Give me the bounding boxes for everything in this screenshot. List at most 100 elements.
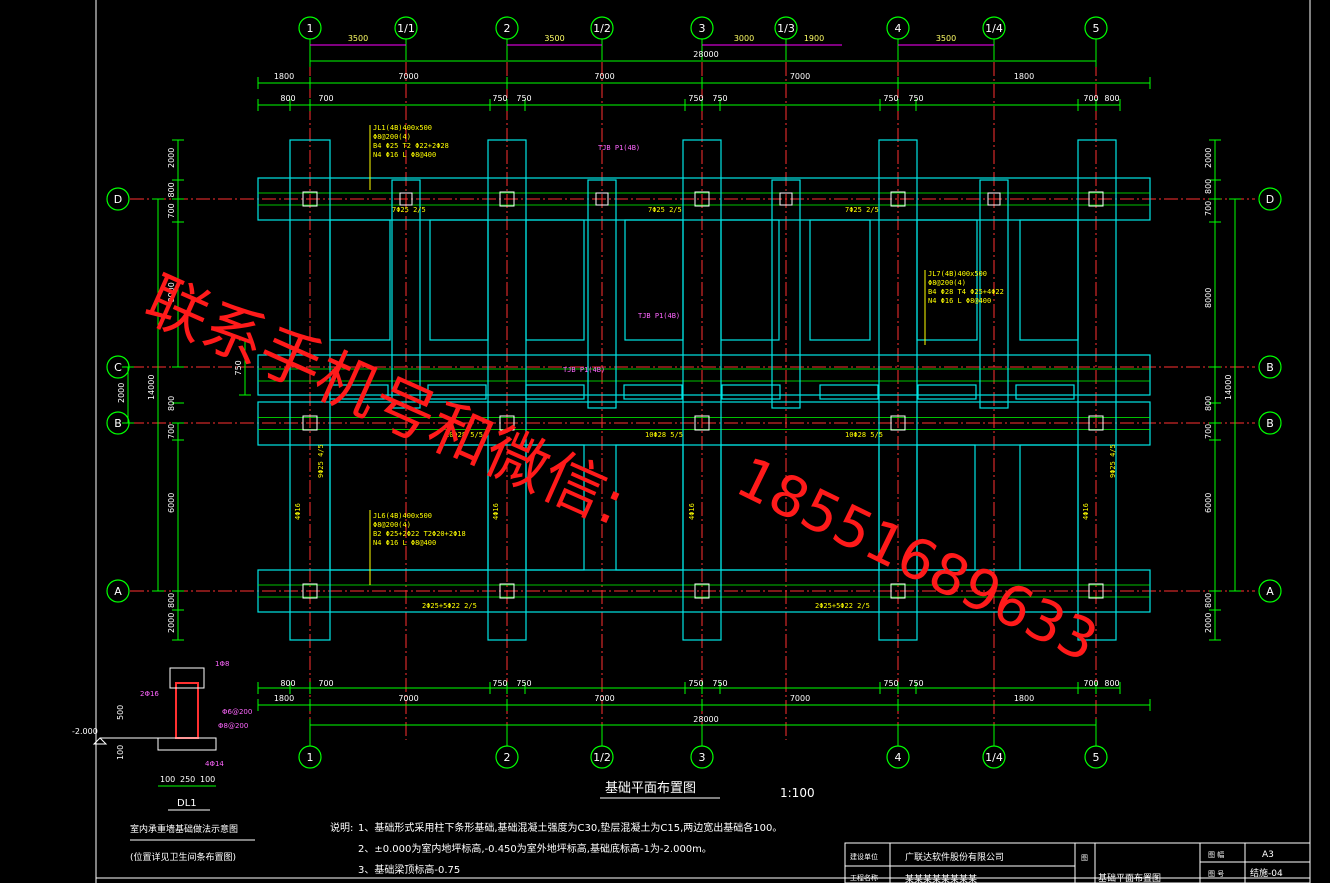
axis-left-0: D: [106, 187, 130, 211]
strip-h-3: [257, 569, 1151, 613]
axis-top-6: 4: [886, 16, 910, 40]
plan-title: 基础平面布置图: [605, 781, 696, 796]
axis-bottom-1-label: 2: [504, 751, 511, 764]
strip-v2-1: [587, 179, 617, 409]
top-dim3-text-6: 750: [883, 94, 898, 103]
right-dim-text-3: 8000: [1204, 288, 1213, 308]
top-dim2-text-0: 1800: [274, 72, 294, 81]
column-1096-A: [1088, 583, 1104, 599]
slab-cell-1: [429, 219, 489, 341]
bot-dim1-text-6: 750: [883, 679, 898, 688]
jl7-label-1: Φ8@200(4): [928, 279, 966, 287]
axis-top-1: 1/1: [394, 16, 418, 40]
top-dim2-text-3: 7000: [790, 72, 810, 81]
axis-left-2-circle: [106, 411, 130, 435]
top-dim3-text-8: 700: [1083, 94, 1098, 103]
mid-cell-3: [623, 384, 683, 400]
bot-dim1-text-2: 750: [492, 679, 507, 688]
note-2: 2、±0.000为室内地坪标高,-0.450为室外地坪标高,基础底标高-1为-2…: [358, 842, 712, 855]
axis-right-2-circle: [1258, 411, 1282, 435]
section-note-2: Φ6@200: [222, 708, 252, 716]
axis-left-1: C: [106, 355, 130, 379]
note-3: 3、基础梁顶标高-0.75: [358, 863, 460, 876]
section-note-0: 1Φ8: [215, 660, 229, 668]
axis-bottom-0-circle: [298, 745, 322, 769]
slab-cell-10: [615, 444, 684, 571]
general-notes: 说明: 1、基础形式采用柱下条形基础,基础混凝土强度为C30,垫层混凝土为C15…: [330, 821, 782, 876]
strip-v2-0: [391, 179, 421, 409]
top-dim3-text-7: 750: [908, 94, 923, 103]
top-dim2-text-2: 7000: [594, 72, 614, 81]
left-dim-a-text-3: 8000: [167, 282, 176, 302]
top-total-text: 28000: [693, 50, 718, 59]
section-dim-0: 500: [116, 705, 125, 720]
column-507-A: [499, 583, 515, 599]
rebar-label-v2: 9Φ25 4/5: [1109, 444, 1117, 478]
jl1-label-1: Φ8@200(4): [373, 133, 411, 141]
column-sec-602: [595, 192, 609, 206]
axis-left-3-label: A: [114, 585, 122, 598]
axis-top-1-circle: [394, 16, 418, 40]
strip-v2-2: [771, 179, 801, 409]
dimension-lines: [122, 39, 1241, 746]
axis-left-0-circle: [106, 187, 130, 211]
slab-cell-11: [720, 444, 880, 571]
axis-top-1-label: 1/1: [397, 22, 415, 35]
axis-right-2: B: [1258, 411, 1282, 435]
left-dim-b-text-4: 2000: [167, 613, 176, 633]
bot-dim1-text-7: 750: [908, 679, 923, 688]
jl7-label-2: B4 Φ28 T4 Φ25+4Φ22: [928, 288, 1004, 296]
slab-cell-7: [1019, 219, 1079, 341]
jl6-label-1: Φ8@200(4): [373, 521, 411, 529]
left-dim-b-text-3: 800: [167, 593, 176, 608]
jl6-label-2: B2 Φ25+2Φ22 T2Φ20+2Φ18: [373, 530, 466, 538]
top-dim3-text-2: 750: [492, 94, 507, 103]
axis-top-8-label: 5: [1093, 22, 1100, 35]
axis-top-0-circle: [298, 16, 322, 40]
tb-number-label: 图 号: [1208, 870, 1224, 878]
axis-top-4: 3: [690, 16, 714, 40]
axis-top-5-circle: [774, 16, 798, 40]
right-dim-text-6: 6000: [1204, 493, 1213, 513]
left-dim-d-text-0: 2000: [117, 383, 126, 403]
left-dim-b-text-0: 800: [167, 396, 176, 411]
section-dim-1: 100: [116, 745, 125, 760]
axis-left-2: B: [106, 411, 130, 435]
tjb-label-3: TJB P1(4B): [638, 312, 680, 320]
rebar-label-r7: 2Φ25+5Φ22 2/5: [422, 602, 477, 610]
axis-left-2-label: B: [114, 417, 122, 430]
axis-top-2: 2: [495, 16, 519, 40]
top-dim3-text-5: 750: [712, 94, 727, 103]
axis-top-3: 1/2: [590, 16, 614, 40]
section-caption-2: (位置详见卫生间条布置图): [130, 851, 236, 863]
rebar-label-r5: 10Φ28 5/5: [645, 431, 683, 439]
axis-top-8-circle: [1084, 16, 1108, 40]
axis-bottom-6-circle: [1084, 745, 1108, 769]
strip-v-4: [1077, 139, 1117, 641]
slab-cell-8: [329, 444, 489, 571]
bot-dim1-text-5: 750: [712, 679, 727, 688]
axis-left-3: A: [106, 579, 130, 603]
slab-cell-13: [1019, 444, 1079, 571]
axis-bottom-6: 5: [1084, 745, 1108, 769]
bot-dim1-text-4: 750: [688, 679, 703, 688]
axis-top-7-circle: [982, 16, 1006, 40]
axis-left-3-circle: [106, 579, 130, 603]
bot-dim2-text-0: 1800: [274, 694, 294, 703]
rebar-label-r4: 10Φ28 5/5: [445, 431, 483, 439]
tjb-label-1: TJB P1(4B): [598, 144, 640, 152]
slab-cell-0: [329, 219, 391, 341]
axis-top-2-circle: [495, 16, 519, 40]
column-702-B: [694, 415, 710, 431]
notes-heading: 说明:: [330, 821, 353, 834]
top-dim3-text-3: 750: [516, 94, 531, 103]
tjb-label-2: TJB P1(4B): [563, 366, 605, 374]
axis-top-7-label: 1/4: [985, 22, 1003, 35]
axis-bottom-6-label: 5: [1093, 751, 1100, 764]
axis-right-0-label: D: [1266, 193, 1274, 206]
plan-scale: 1:100: [780, 786, 815, 800]
top-dim1-text-4: 3500: [936, 34, 956, 43]
axis-top-3-circle: [590, 16, 614, 40]
